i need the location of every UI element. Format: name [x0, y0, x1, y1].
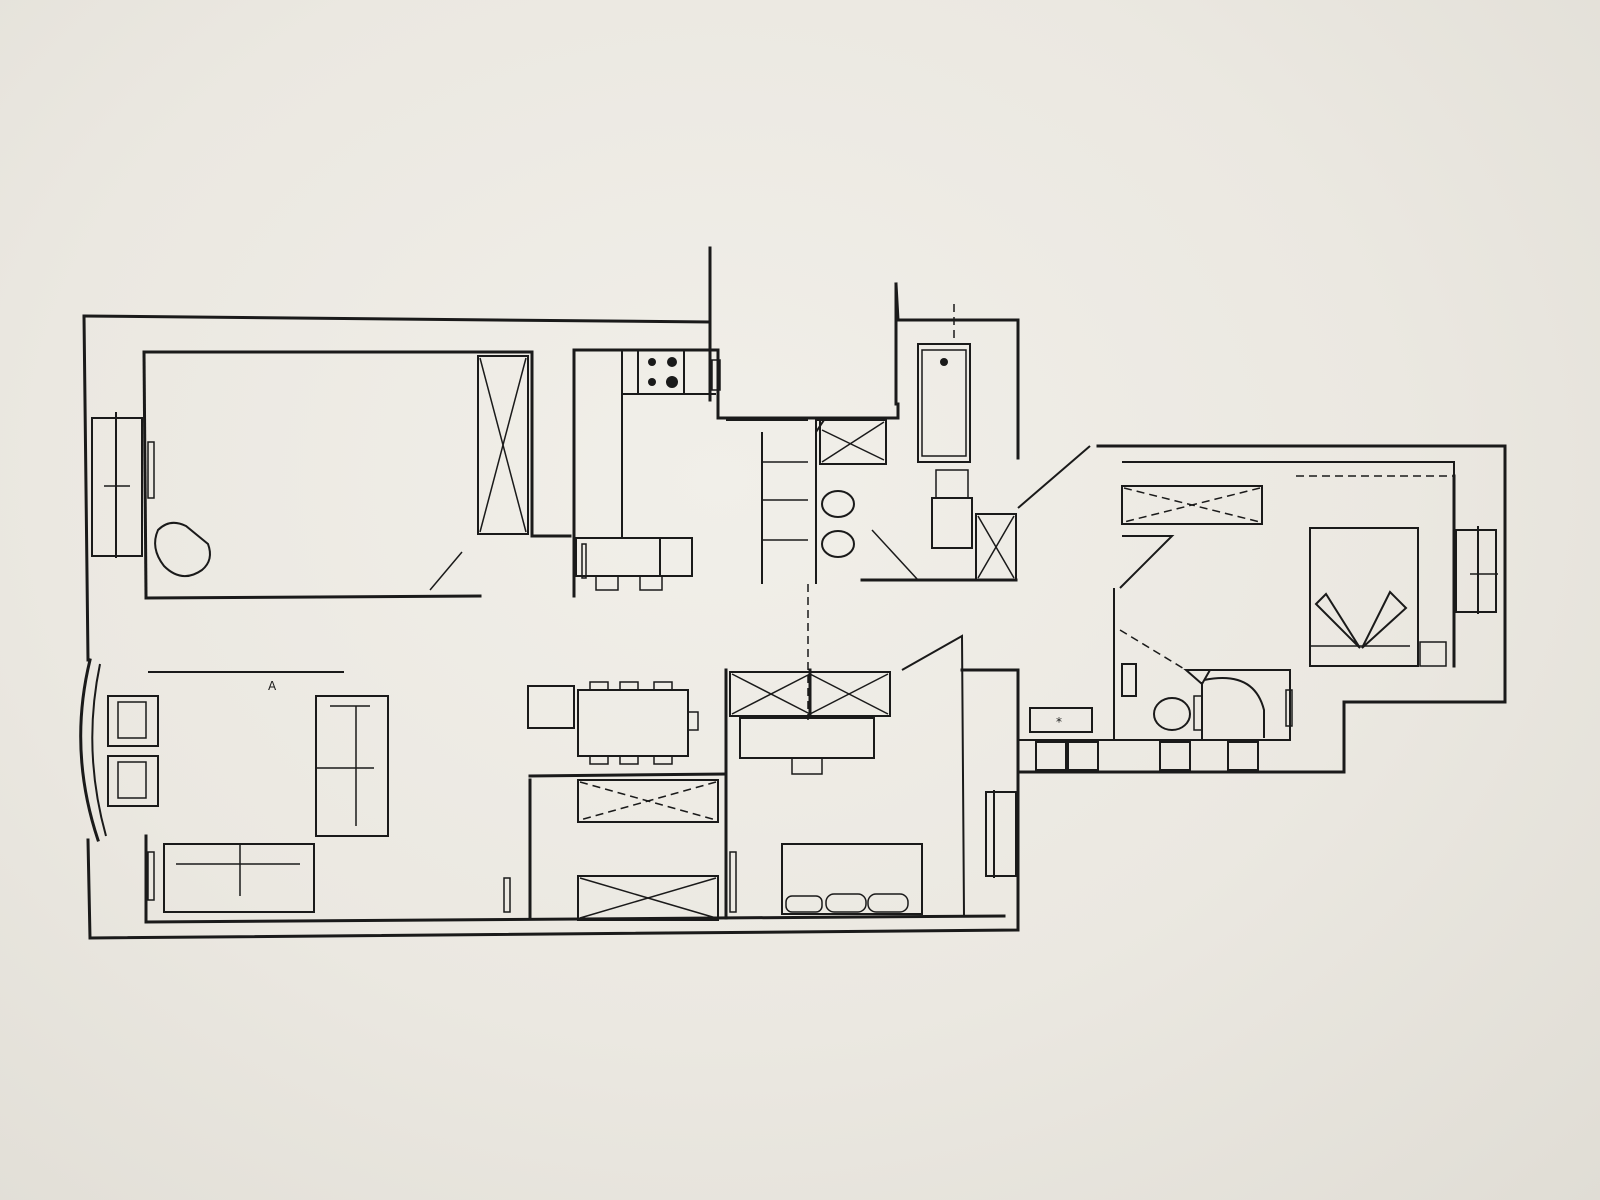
dining-table [577, 689, 689, 757]
door-swing [1017, 445, 1091, 509]
stove [637, 349, 685, 395]
radiator [147, 851, 155, 901]
radiator [1035, 741, 1067, 771]
pillow [1314, 592, 1361, 649]
armchair [154, 521, 211, 577]
room-bathroom-1 [708, 246, 1018, 584]
stool [639, 575, 663, 591]
toilet [821, 490, 855, 518]
room-master-bedroom [1113, 461, 1498, 740]
closet [577, 875, 719, 921]
radiator [503, 877, 511, 913]
bathtub [917, 343, 971, 463]
armchair [107, 695, 159, 747]
sofa [315, 695, 389, 837]
room-bedroom-2 [91, 350, 572, 600]
shower-screen [1203, 677, 1265, 738]
shower-tray [819, 419, 887, 465]
loveseat [163, 843, 315, 913]
svg-text:*: * [1056, 715, 1062, 729]
living-room-mark: A [268, 679, 277, 693]
closet [577, 779, 719, 823]
radiator [1067, 741, 1099, 771]
wardrobe [477, 355, 529, 535]
bidet [821, 530, 855, 558]
radiator [147, 441, 155, 499]
nightstand [1419, 641, 1447, 667]
window [985, 791, 1017, 877]
closet [1121, 485, 1263, 525]
radiator [1227, 741, 1259, 771]
console [1029, 707, 1093, 733]
breakfast-bar [575, 537, 693, 577]
room-bathroom-2 [1114, 629, 1293, 741]
room-living: A [79, 658, 1006, 924]
desk-chair [791, 757, 823, 775]
room-dining [503, 681, 728, 913]
sink [1121, 663, 1137, 697]
room-study [528, 634, 1020, 921]
sink [931, 497, 973, 549]
room-kitchen [572, 348, 721, 598]
window [1455, 529, 1497, 613]
stool [595, 575, 619, 591]
radiator [1159, 741, 1191, 771]
sideboard [527, 685, 575, 729]
armchair [107, 755, 159, 807]
pillow [1361, 590, 1408, 649]
toilet [1153, 697, 1191, 731]
bay-window [79, 658, 100, 842]
corridor: * [1018, 707, 1259, 771]
sofa-bed [781, 843, 923, 915]
double-bed [1309, 527, 1419, 667]
desk [739, 717, 875, 759]
